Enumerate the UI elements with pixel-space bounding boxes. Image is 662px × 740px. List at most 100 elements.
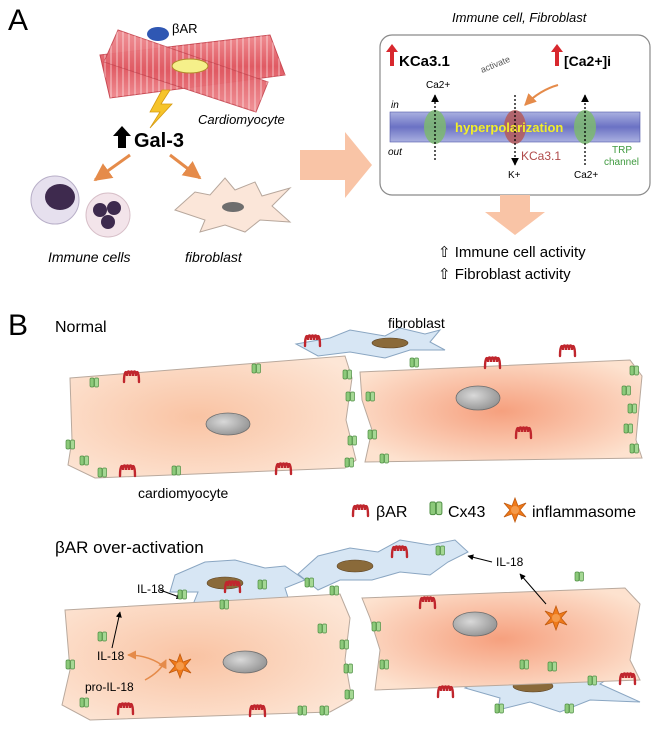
- ca-top-label: Ca2+: [426, 80, 450, 91]
- cx43-icon: [564, 703, 574, 714]
- legend-bar: βAR: [376, 504, 407, 521]
- box-title: Immune cell, Fibroblast: [452, 10, 588, 25]
- cx43-icon: [519, 659, 529, 670]
- ca-up-icon: [555, 50, 559, 66]
- cx43-icon: [365, 391, 375, 402]
- cardiomyocyte-label: Cardiomyocyte: [198, 112, 285, 127]
- immune-cells-label: Immune cells: [48, 249, 130, 265]
- legend-inflammasome: inflammasome: [532, 504, 636, 521]
- legend: βAR Cx43 inflammasome: [351, 497, 636, 523]
- cx43-icon: [547, 661, 557, 672]
- arrow-to-immune: [93, 153, 131, 182]
- cx43-icon: [97, 631, 107, 642]
- inflammasome-legend-icon: [503, 497, 527, 523]
- cx43-icon: [297, 705, 307, 716]
- panel-a-label: A: [8, 4, 28, 37]
- kca-channel-label: KCa3.1: [521, 149, 561, 163]
- cx43-icon: [623, 423, 633, 434]
- hyperpolarization-label: hyperpolarization: [455, 120, 563, 135]
- cx43-legend-icon: [429, 501, 443, 516]
- gal3-increase: Gal-3: [113, 126, 184, 152]
- cx43-icon: [257, 579, 267, 590]
- cx43-icon: [219, 599, 229, 610]
- cx43-icon: [177, 589, 187, 600]
- cx43-icon: [79, 455, 89, 466]
- cx43-icon: [339, 639, 349, 650]
- arrow-to-fibroblast: [169, 153, 202, 180]
- big-arrow-icon: [300, 132, 372, 198]
- up-arrow-icon: [113, 126, 131, 148]
- cx43-icon: [97, 467, 107, 478]
- outcome-2: ⇧ Fibroblast activity: [438, 266, 571, 283]
- immune-cells-illustration: [30, 175, 131, 238]
- k-label: K+: [508, 170, 521, 181]
- fibroblast-activated-2: [297, 539, 469, 591]
- outcome-1: ⇧ Immune cell activity: [438, 244, 586, 261]
- cx43-icon: [587, 675, 597, 686]
- cx43-icon: [574, 571, 584, 582]
- cx43-icon: [343, 663, 353, 674]
- legend-cx43: Cx43: [448, 504, 485, 521]
- down-arrow-icon: [485, 195, 545, 235]
- cx43-icon: [342, 369, 352, 380]
- cx43-icon: [344, 689, 354, 700]
- cx43-icon: [629, 365, 639, 376]
- lightning-icon: [149, 89, 173, 129]
- cx43-icon: [251, 363, 261, 374]
- ca-i-title: [Ca2+]i: [564, 53, 611, 69]
- cx43-icon: [79, 697, 89, 708]
- cx43-icon: [621, 385, 631, 396]
- il18-label-2: IL-18: [97, 649, 125, 663]
- nucleus-activated-right: [452, 611, 498, 637]
- gal3-label: Gal-3: [134, 130, 184, 152]
- cx43-icon: [65, 439, 75, 450]
- cardiomyocyte-activated-left: [61, 593, 353, 721]
- bar-icon: [436, 685, 455, 699]
- cardiomyocyte-label-b: cardiomyocyte: [138, 485, 228, 501]
- panel-b-label: B: [8, 309, 28, 342]
- nucleus-normal-right: [455, 385, 501, 411]
- cx43-icon: [329, 585, 339, 596]
- cx43-icon: [435, 545, 445, 556]
- cx43-icon: [367, 429, 377, 440]
- cx43-icon: [65, 659, 75, 670]
- cardiomyocyte-normal-right: [359, 359, 643, 463]
- fibroblast-normal: [294, 327, 446, 359]
- trp-label-2: channel: [604, 157, 639, 168]
- cx43-icon: [304, 577, 314, 588]
- normal-label: Normal: [55, 319, 107, 336]
- cx43-icon: [319, 705, 329, 716]
- kca-up-icon: [390, 50, 394, 66]
- ca-bottom-label: Ca2+: [574, 170, 598, 181]
- il18-label-1: IL-18: [137, 582, 165, 596]
- out-label: out: [388, 147, 403, 158]
- bar-icon: [558, 344, 577, 358]
- activate-arrow: [524, 84, 559, 106]
- panel-a: A βAR Cardiomyocyte Gal-3: [8, 4, 651, 283]
- bar-legend-icon: [351, 504, 370, 518]
- cx43-icon: [371, 621, 381, 632]
- cx43-icon: [89, 377, 99, 388]
- trp-label-1: TRP: [612, 145, 632, 156]
- bar-label: βAR: [172, 21, 198, 36]
- cx43-icon: [379, 453, 389, 464]
- overactivation-label: βAR over-activation: [55, 538, 204, 557]
- nucleus-activated-left: [222, 650, 268, 674]
- cx43-icon: [347, 435, 357, 446]
- in-label: in: [391, 100, 399, 111]
- fibroblast-label-a: fibroblast: [185, 249, 243, 265]
- cx43-icon: [171, 465, 181, 476]
- pro-il18-label: pro-IL-18: [85, 680, 134, 694]
- cardiomyocyte-illustration: [99, 27, 286, 113]
- cardiomyocyte-activated-right: [361, 587, 641, 691]
- kca-title: KCa3.1: [399, 53, 450, 70]
- cx43-icon: [494, 703, 504, 714]
- il18-label-3: IL-18: [496, 555, 524, 569]
- fibroblast-illustration-a: [174, 177, 292, 233]
- panel-b: B Normal fibroblast cardiomyocyte: [8, 309, 643, 721]
- cx43-icon: [627, 403, 637, 414]
- cx43-icon: [344, 457, 354, 468]
- fibroblast-label-b: fibroblast: [388, 315, 445, 331]
- bar-receptor-icon: [147, 27, 169, 41]
